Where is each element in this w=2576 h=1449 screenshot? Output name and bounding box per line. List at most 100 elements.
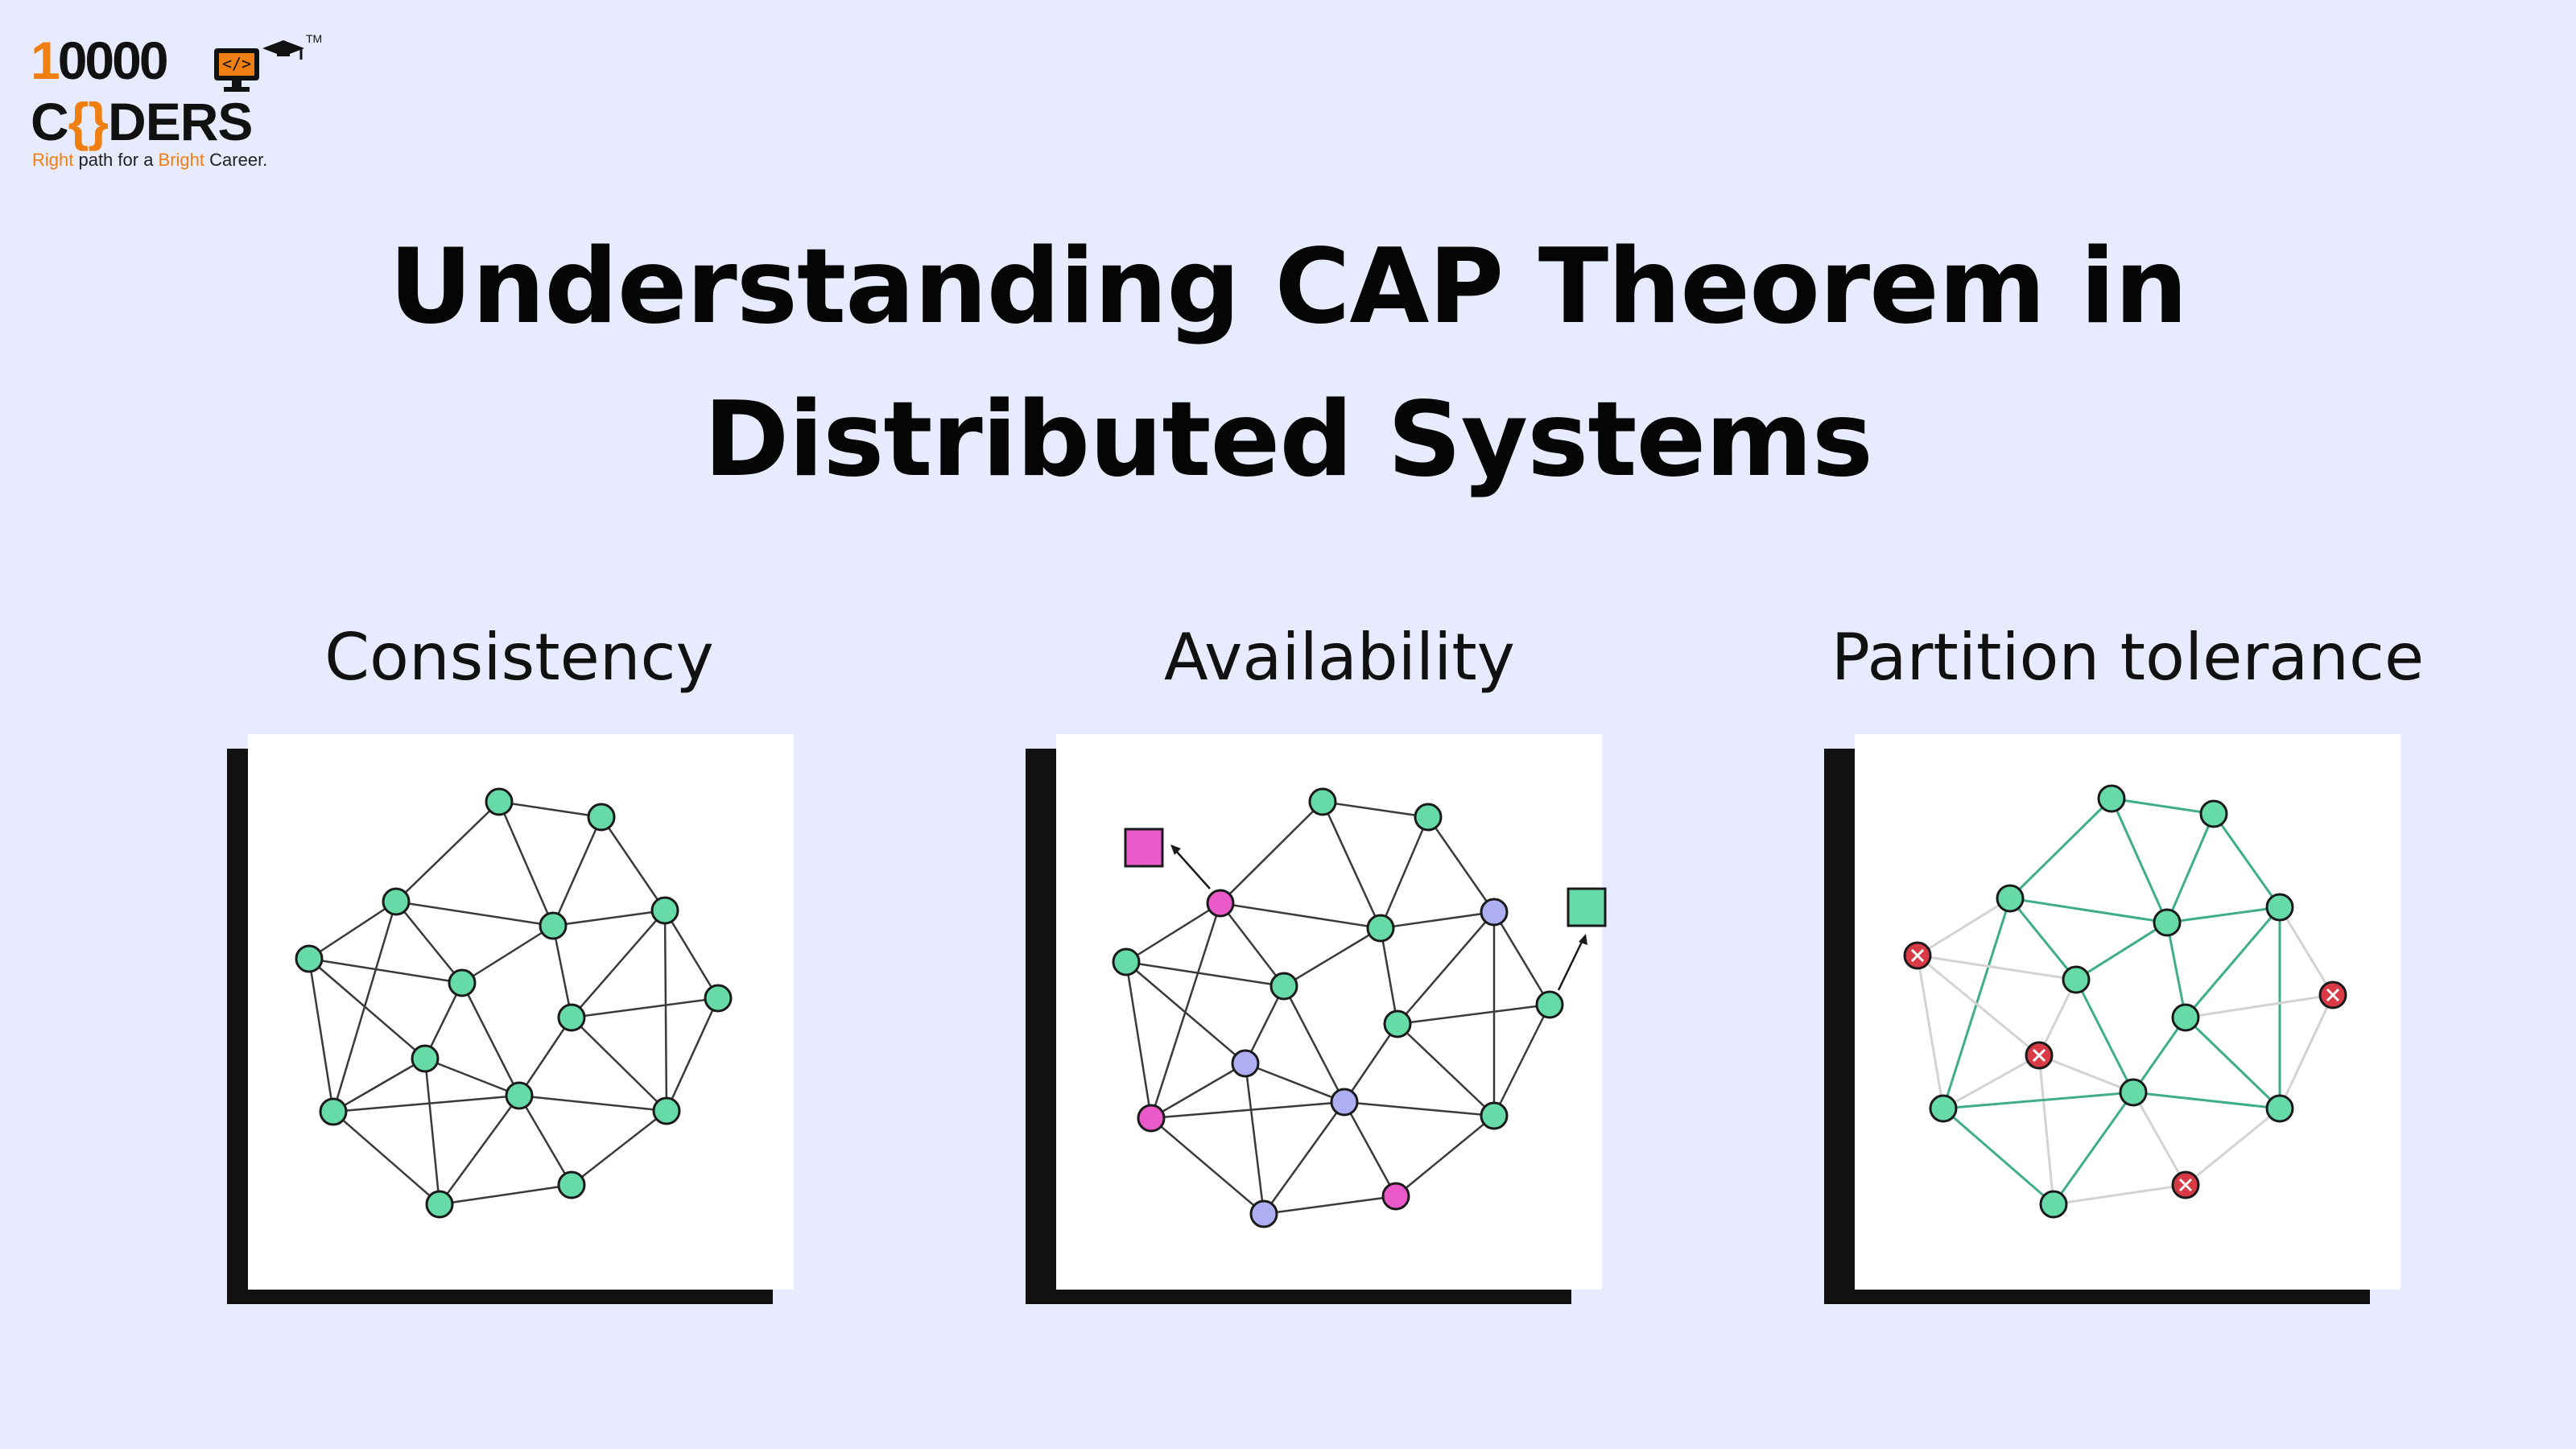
edge-25 bbox=[1244, 1063, 1265, 1215]
node-0 bbox=[485, 787, 514, 816]
edge-20 bbox=[2185, 993, 2334, 1019]
edge-25 bbox=[423, 1058, 441, 1205]
request-square-pink bbox=[1124, 828, 1164, 868]
edge-29 bbox=[2132, 1091, 2281, 1110]
node-6 bbox=[2062, 965, 2091, 994]
edge-22 bbox=[2184, 1016, 2281, 1110]
node-4 bbox=[2265, 893, 2294, 922]
node-5 bbox=[295, 944, 324, 973]
edge-9 bbox=[1380, 910, 1495, 930]
edge-4 bbox=[600, 816, 667, 911]
edge-17 bbox=[1125, 960, 1285, 988]
edge-10 bbox=[2075, 921, 2168, 981]
partition-network-graph bbox=[1903, 784, 2347, 1219]
edge-30 bbox=[1942, 1107, 2054, 1206]
node-2 bbox=[382, 887, 411, 916]
edge-1 bbox=[2008, 797, 2113, 900]
edge-0 bbox=[1322, 800, 1429, 819]
edge-15 bbox=[1917, 954, 2040, 1057]
node-10 bbox=[505, 1081, 534, 1110]
consistency-diagram bbox=[227, 734, 794, 1306]
x-icon-b-5 bbox=[1910, 948, 1925, 963]
edge-4 bbox=[2212, 813, 2281, 908]
edge-4 bbox=[1426, 816, 1496, 913]
edge-27 bbox=[2052, 1092, 2135, 1205]
edge-33 bbox=[1492, 1004, 1551, 1117]
node-4 bbox=[650, 896, 679, 925]
node-14 bbox=[1381, 1182, 1410, 1211]
edge-16 bbox=[1916, 955, 1945, 1109]
monitor-code-icon: </> bbox=[214, 40, 304, 92]
svg-text:</>: </> bbox=[222, 54, 251, 73]
edge-29 bbox=[1344, 1100, 1495, 1117]
page-title: Understanding CAP Theorem in Distributed… bbox=[0, 211, 2576, 517]
edge-23 bbox=[1245, 1062, 1345, 1104]
availability-network-graph bbox=[1112, 787, 1607, 1228]
node-3 bbox=[539, 911, 568, 940]
edge-1 bbox=[395, 801, 500, 902]
node-14 bbox=[557, 1170, 586, 1199]
logo-tagline: Right path for a Bright Career. bbox=[32, 150, 268, 170]
node-10 bbox=[1330, 1088, 1359, 1117]
title-line-1: Understanding CAP Theorem in bbox=[389, 227, 2188, 347]
edge-6 bbox=[308, 900, 397, 960]
node-11 bbox=[1137, 1104, 1166, 1133]
edge-11 bbox=[2165, 922, 2187, 1018]
node-9 bbox=[1231, 1049, 1260, 1078]
edge-9 bbox=[552, 909, 666, 927]
edge-3 bbox=[1379, 816, 1430, 929]
edge-7 bbox=[2008, 898, 2078, 980]
edge-26 bbox=[1942, 1091, 2134, 1110]
edge-16 bbox=[1125, 961, 1153, 1119]
edge-13 bbox=[663, 910, 720, 999]
edge-30 bbox=[1150, 1117, 1265, 1215]
edge-30 bbox=[332, 1111, 440, 1205]
edge-27 bbox=[438, 1095, 521, 1205]
node-7 bbox=[2171, 1003, 2200, 1032]
edge-12 bbox=[571, 910, 666, 1018]
edge-32 bbox=[571, 1110, 667, 1186]
edge-17 bbox=[1917, 954, 2077, 981]
edge-31 bbox=[2053, 1183, 2186, 1206]
node-13 bbox=[1249, 1199, 1278, 1228]
node-3 bbox=[1366, 914, 1395, 943]
consistency-label: Consistency bbox=[324, 620, 714, 695]
trademark-mark: TM bbox=[306, 32, 323, 45]
node-8 bbox=[704, 984, 733, 1013]
node-12 bbox=[1480, 1101, 1509, 1130]
edge-3 bbox=[551, 816, 603, 927]
edge-7 bbox=[1220, 902, 1285, 987]
edge-26 bbox=[1150, 1100, 1345, 1120]
edge-31 bbox=[1263, 1195, 1397, 1216]
edge-7 bbox=[395, 901, 463, 984]
node-1 bbox=[587, 803, 616, 832]
node-1 bbox=[2199, 799, 2228, 828]
edge-33 bbox=[665, 997, 720, 1112]
node-11 bbox=[319, 1097, 348, 1126]
edge-9 bbox=[2166, 906, 2281, 924]
edge-19 bbox=[460, 982, 521, 1096]
edge-1 bbox=[1220, 801, 1323, 904]
edge-29 bbox=[518, 1094, 667, 1113]
edge-19 bbox=[2074, 979, 2135, 1093]
edge-22 bbox=[571, 1017, 667, 1112]
node-4 bbox=[1480, 898, 1509, 927]
edge-26 bbox=[332, 1094, 520, 1113]
edge-5 bbox=[395, 900, 554, 927]
edge-28 bbox=[518, 1095, 573, 1186]
edge-25 bbox=[2037, 1055, 2055, 1205]
edge-13 bbox=[2278, 906, 2334, 996]
edge-13 bbox=[1492, 911, 1551, 1005]
arrow-head-pink bbox=[1170, 844, 1181, 855]
edge-23 bbox=[424, 1057, 520, 1097]
node-1 bbox=[1414, 803, 1443, 832]
edge-11 bbox=[551, 925, 573, 1018]
node-7 bbox=[1383, 1009, 1412, 1038]
edge-31 bbox=[439, 1183, 572, 1206]
edge-15 bbox=[308, 958, 426, 1059]
edge-6 bbox=[1125, 902, 1221, 964]
edge-33 bbox=[2278, 994, 2334, 1109]
edge-2 bbox=[2110, 798, 2169, 923]
edge-12 bbox=[2184, 906, 2281, 1018]
edge-10 bbox=[1283, 927, 1381, 988]
